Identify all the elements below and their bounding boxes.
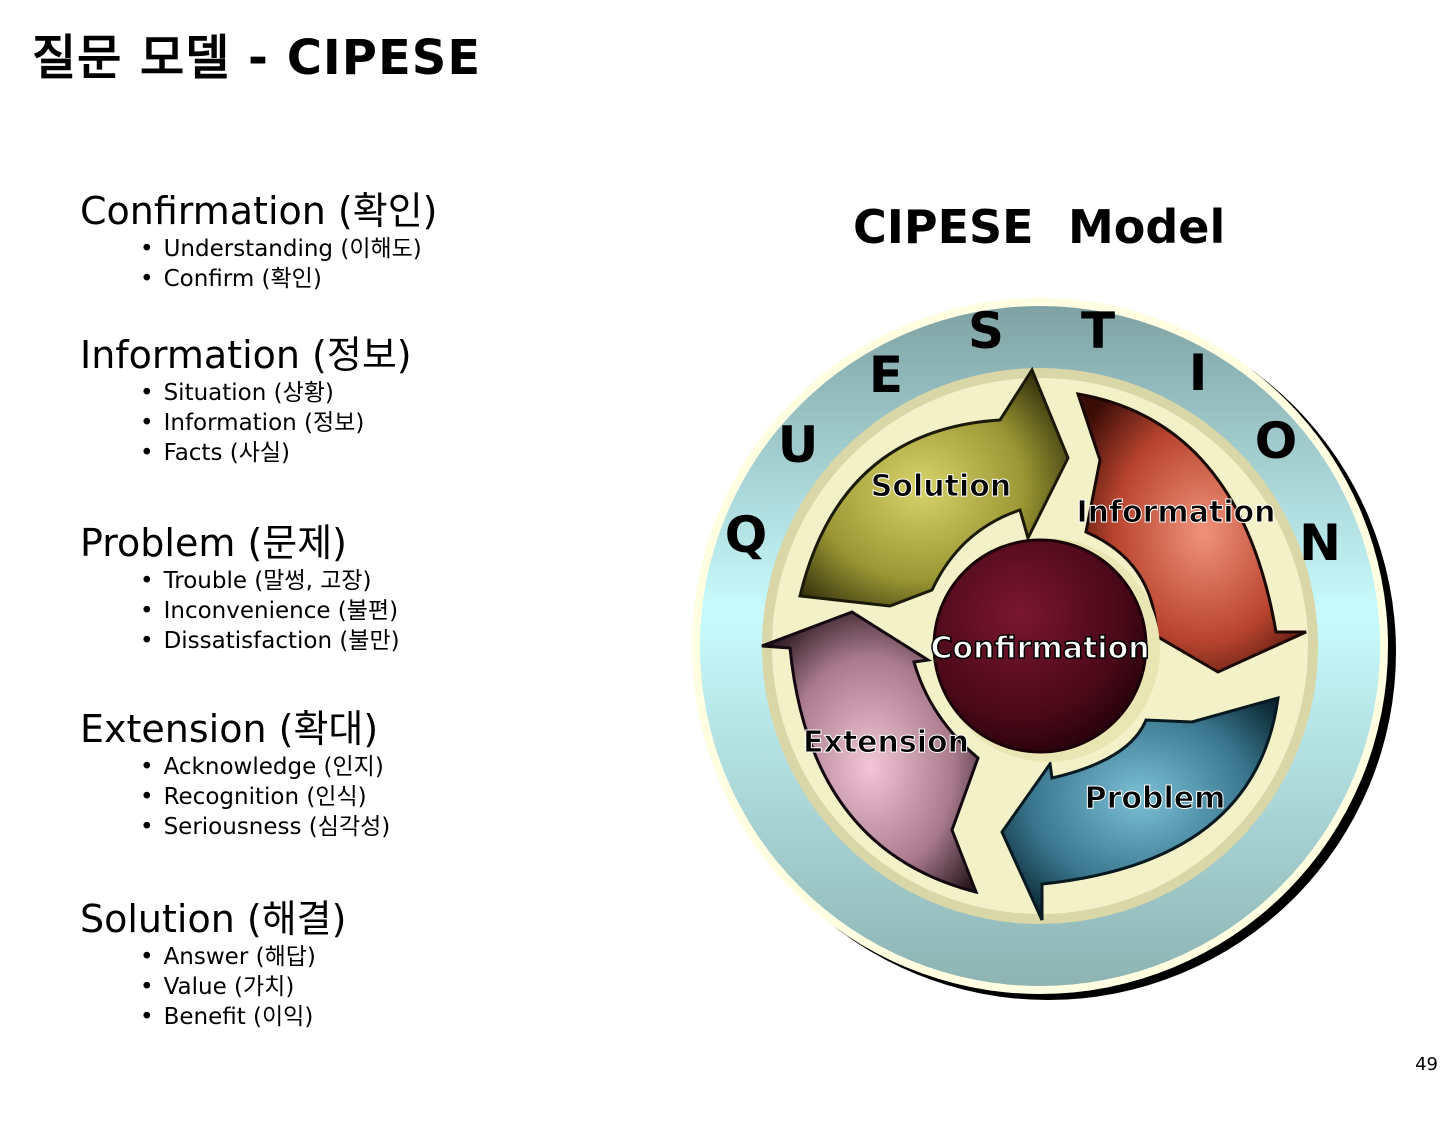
- page-number: 49: [1415, 1054, 1438, 1075]
- ring-letter-o: O: [1255, 412, 1298, 470]
- list-item: Situation (상황): [140, 378, 412, 408]
- section-extension: Extension (확대) Acknowledge (인지) Recognit…: [80, 706, 390, 842]
- bullet-list: Situation (상황) Information (정보) Facts (사…: [80, 378, 412, 468]
- problem-arrow: [1000, 695, 1280, 921]
- section-heading: Solution (해결): [80, 897, 347, 941]
- list-item: Seriousness (심각성): [140, 812, 391, 842]
- solution-arrow: [798, 366, 1070, 608]
- model-title-cipese: CIPESE: [853, 200, 1034, 254]
- model-title-model: Model: [1068, 200, 1226, 254]
- ring-letter-t: T: [1081, 302, 1115, 360]
- bullet-list: Acknowledge (인지) Recognition (인식) Seriou…: [80, 752, 391, 842]
- section-heading: Extension (확대): [80, 707, 379, 751]
- extension-label: Extension: [803, 725, 969, 760]
- list-item: Confirm (확인): [140, 264, 438, 294]
- problem-label: Problem: [1085, 781, 1226, 816]
- section-heading: Problem (문제): [80, 521, 348, 565]
- list-item: Facts (사실): [140, 438, 412, 468]
- solution-label: Solution: [871, 469, 1011, 504]
- ring-letter-u: U: [778, 416, 819, 474]
- ring-letter-e: E: [869, 346, 903, 404]
- list-item: Understanding (이해도): [140, 234, 438, 264]
- section-heading: Information (정보): [80, 333, 412, 377]
- section-information: Information (정보) Situation (상황) Informat…: [80, 332, 412, 468]
- center-label: Confirmation: [930, 631, 1149, 666]
- bullet-list: Trouble (말썽, 고장) Inconvenience (불편) Diss…: [80, 566, 400, 656]
- information-label: Information: [1076, 495, 1275, 530]
- ring-letter-s: S: [968, 302, 1004, 360]
- bullet-list: Answer (해답) Value (가치) Benefit (이익): [80, 942, 346, 1032]
- extension-arrow: [761, 610, 980, 895]
- list-item: Recognition (인식): [140, 782, 390, 812]
- section-problem: Problem (문제) Trouble (말썽, 고장) Inconvenie…: [80, 520, 400, 656]
- section-solution: Solution (해결) Answer (해답) Value (가치) Ben…: [80, 896, 346, 1032]
- ring-letter-q: Q: [725, 506, 768, 564]
- page-title: 질문 모델 - CIPESE: [32, 30, 482, 86]
- information-arrow: [1075, 392, 1307, 674]
- list-item: Trouble (말썽, 고장): [140, 566, 400, 596]
- list-item: Acknowledge (인지): [140, 752, 390, 782]
- center-circle: [932, 538, 1148, 754]
- list-item: Value (가치): [140, 972, 346, 1002]
- list-item: Answer (해답): [140, 942, 346, 972]
- section-heading: Confirmation (확인): [80, 189, 438, 233]
- list-item: Dissatisfaction (불만): [140, 626, 400, 656]
- bullet-list: Understanding (이해도) Confirm (확인): [80, 234, 438, 294]
- ring-letter-n: N: [1299, 514, 1341, 572]
- list-item: Information (정보): [140, 408, 412, 438]
- ring-letter-i: I: [1189, 344, 1208, 402]
- list-item: Benefit (이익): [140, 1002, 346, 1032]
- cipese-cycle-diagram: Q U E S T I O N Solution Information Pro…: [692, 298, 1396, 1000]
- section-confirmation: Confirmation (확인) Understanding (이해도) Co…: [80, 188, 438, 294]
- list-item: Inconvenience (불편): [140, 596, 400, 626]
